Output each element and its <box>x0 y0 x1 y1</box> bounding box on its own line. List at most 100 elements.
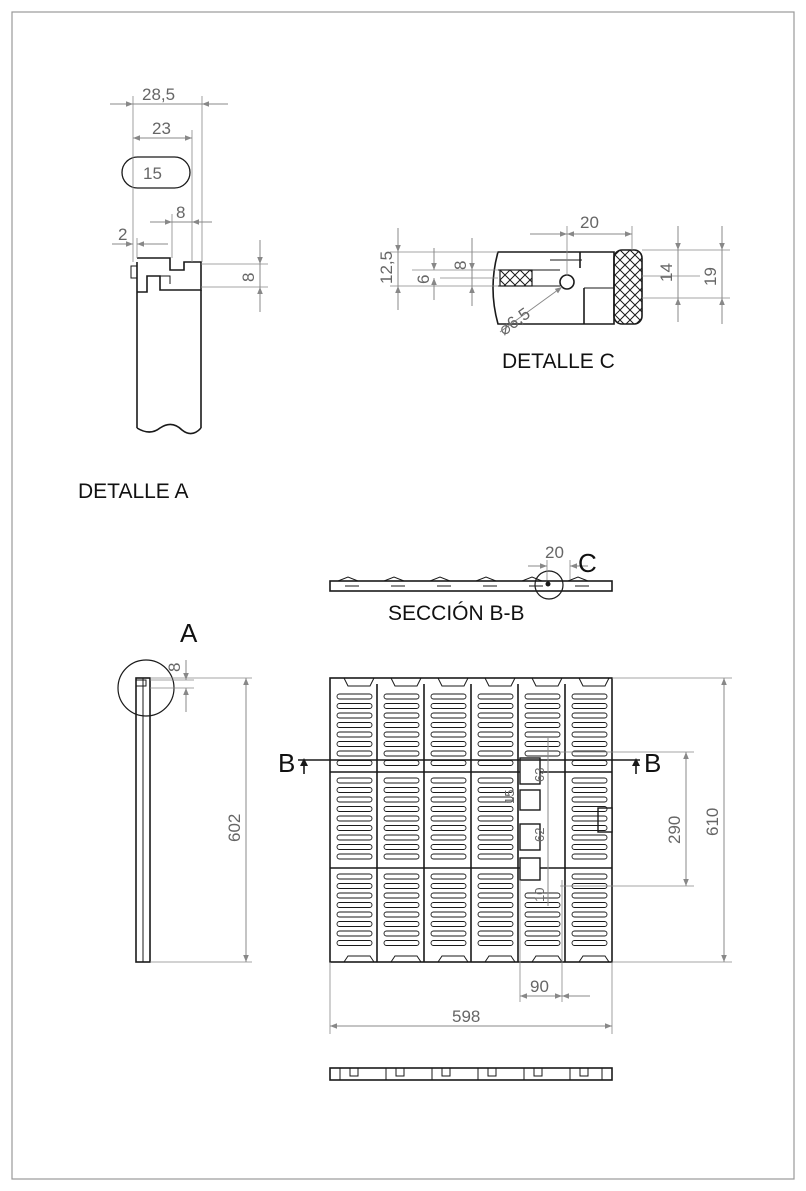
dim-c-h2: 6 <box>414 275 433 284</box>
slat-slot <box>524 940 561 946</box>
label-seccion-bb: SECCIÓN B-B <box>388 602 525 625</box>
slat-slot <box>336 853 373 860</box>
detail-c-dimensions <box>390 226 730 333</box>
slat-slot <box>430 750 467 757</box>
slat-slot <box>430 883 467 889</box>
slat-slot <box>477 760 514 766</box>
dim-a-overall: 28,5 <box>142 85 175 104</box>
dim-plan-d4: 10 <box>532 888 547 902</box>
slat-slot <box>477 834 514 841</box>
dim-side-length: 602 <box>225 814 244 842</box>
slat-slot <box>571 902 608 908</box>
dim-a-inner: 23 <box>152 119 171 138</box>
slat-slot <box>477 815 514 822</box>
slat-slot <box>430 796 467 803</box>
slat-slot <box>524 911 561 918</box>
slat-slot <box>430 731 467 738</box>
slat-slot <box>383 921 420 927</box>
slat-slot <box>336 787 373 793</box>
slat-slot <box>336 844 373 850</box>
slat-slot <box>430 787 467 793</box>
slat-slot <box>383 883 420 889</box>
slat-slot <box>571 892 608 899</box>
dim-plan-width: 598 <box>452 1007 480 1026</box>
slat-slot <box>571 703 608 709</box>
slat-slot <box>430 760 467 766</box>
slat-slot <box>383 873 420 880</box>
slat-slot <box>336 741 373 747</box>
slat-slot <box>336 940 373 946</box>
plan-view-slats <box>336 693 608 946</box>
slat-slot <box>477 796 514 803</box>
slat-slot <box>336 930 373 937</box>
slat-slot <box>477 777 514 784</box>
bottom-elevation-drawing <box>329 1067 613 1081</box>
slat-slot <box>336 760 373 766</box>
dim-plan-spacing: 90 <box>530 977 549 996</box>
slat-slot <box>571 825 608 831</box>
slat-slot <box>430 806 467 812</box>
slat-slot <box>336 731 373 738</box>
slat-slot <box>383 825 420 831</box>
slat-slot <box>477 731 514 738</box>
slat-slot <box>477 873 514 880</box>
slat-slot <box>571 777 608 784</box>
slat-slot <box>430 892 467 899</box>
dim-plan-d3: 62 <box>532 828 547 842</box>
slat-slot <box>383 815 420 822</box>
slat-slot <box>430 703 467 709</box>
section-bb-drawing <box>329 560 613 600</box>
slat-slot <box>383 741 420 747</box>
slat-slot <box>430 777 467 784</box>
slat-slot <box>430 940 467 946</box>
slat-slot <box>524 930 561 937</box>
slat-slot <box>571 796 608 803</box>
detail-a-dimensions <box>110 96 268 312</box>
slat-slot <box>336 883 373 889</box>
slat-slot <box>524 750 561 757</box>
slat-slot <box>524 892 561 899</box>
slat-slot <box>383 712 420 719</box>
slat-slot <box>336 796 373 803</box>
marker-c: C <box>578 548 597 578</box>
slat-slot <box>430 844 467 850</box>
slat-slot <box>477 853 514 860</box>
dim-plan-d2: 15 <box>502 790 517 804</box>
slat-slot <box>383 892 420 899</box>
slat-slot <box>477 940 514 946</box>
slat-slot <box>336 921 373 927</box>
slat-slot <box>336 873 373 880</box>
detail-a-drawing <box>121 156 202 435</box>
slat-slot <box>430 853 467 860</box>
slat-slot <box>336 806 373 812</box>
slat-slot <box>430 815 467 822</box>
slat-slot <box>571 815 608 822</box>
dim-c-h1: 12,5 <box>377 251 396 284</box>
slat-slot <box>524 902 561 908</box>
slat-slot <box>383 731 420 738</box>
slat-slot <box>571 911 608 918</box>
slat-slot <box>571 722 608 728</box>
slat-slot <box>383 703 420 709</box>
dim-c-h3: 8 <box>451 261 470 270</box>
slat-slot <box>383 834 420 841</box>
slat-slot <box>524 703 561 709</box>
slat-slot <box>477 722 514 728</box>
slat-slot <box>383 853 420 860</box>
slat-slot <box>383 787 420 793</box>
dim-c-diameter: ⌀6,5 <box>495 304 534 339</box>
slat-slot <box>336 722 373 728</box>
slat-slot <box>336 815 373 822</box>
slat-slot <box>336 902 373 908</box>
dim-plan-inner-height: 290 <box>665 816 684 844</box>
slat-slot <box>571 741 608 747</box>
slat-slot <box>430 902 467 908</box>
dim-a-offset: 8 <box>176 203 185 222</box>
slat-slot <box>336 911 373 918</box>
dim-c-top: 20 <box>580 213 599 232</box>
slat-slot <box>477 741 514 747</box>
slat-slot <box>477 902 514 908</box>
dim-plan-d1: 63 <box>532 768 547 782</box>
slat-slot <box>430 741 467 747</box>
dim-section-pitch: 20 <box>545 543 564 562</box>
